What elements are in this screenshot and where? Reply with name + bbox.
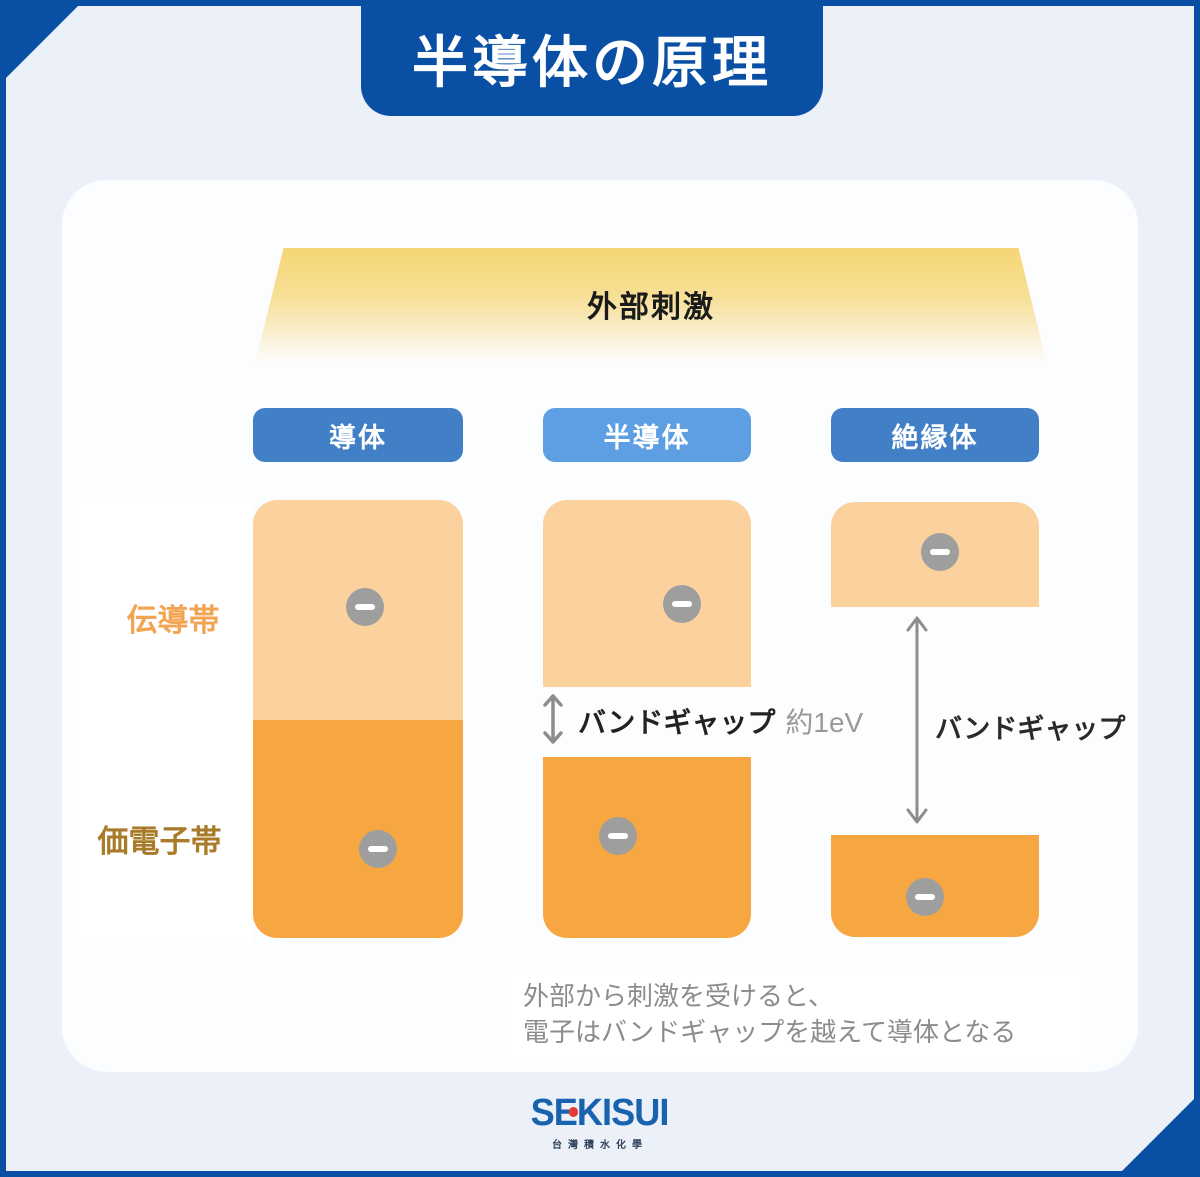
diagram-card: 外部刺激 伝導帯 価電子帯 導体 半導体 絶縁体 バンドギャップ 約1eV <box>62 180 1138 1072</box>
band-label-strip <box>80 502 252 942</box>
conductor-label: 導体 <box>329 422 387 453</box>
caption-line-2: 電子はバンドギャップを越えて導体となる <box>523 1017 1017 1047</box>
semiconductor-valence-band <box>543 757 751 938</box>
electron-icon <box>663 585 701 623</box>
page-title: 半導体の原理 <box>412 30 772 94</box>
logo-red-dot-icon <box>568 1107 579 1117</box>
title-banner: 半導体の原理 <box>361 0 823 116</box>
electron-icon <box>359 830 397 868</box>
conductor-band-block <box>253 500 463 938</box>
semiconductor-bandgap-annotation: バンドギャップ 約1eV <box>578 701 863 741</box>
column-header-insulator: 絶縁体 <box>831 408 1039 462</box>
electron-icon <box>921 533 959 571</box>
external-stimulus-label: 外部刺激 <box>587 291 715 324</box>
external-stimulus-shape: 外部刺激 <box>255 248 1047 364</box>
conduction-band-label: 伝導帯 <box>126 603 220 638</box>
bandgap-large-arrow-icon <box>906 616 928 824</box>
semiconductor-conduction-band <box>543 500 751 687</box>
conductor-valence-band <box>253 720 463 938</box>
semiconductor-label: 半導体 <box>603 422 691 453</box>
caption-line-1: 外部から刺激を受けると、 <box>523 981 834 1011</box>
electron-icon <box>346 588 384 626</box>
column-header-semiconductor: 半導体 <box>543 408 751 462</box>
electron-icon <box>906 878 944 916</box>
bandgap-small-arrow-icon <box>543 694 563 744</box>
bandgap-label: バンドギャップ <box>578 707 776 738</box>
insulator-bandgap-label: バンドギャップ <box>935 714 1126 744</box>
logo-letters: KISUI <box>577 1092 669 1134</box>
column-header-conductor: 導体 <box>253 408 463 462</box>
caption-box: 外部から刺激を受けると、 電子はバンドギャップを越えて導体となる <box>505 969 1080 1057</box>
logo-letter-e: E <box>554 1092 579 1134</box>
bandgap-value: 約1eV <box>785 707 864 738</box>
insulator-label: 絶縁体 <box>891 422 979 453</box>
logo-letter: S <box>531 1092 555 1134</box>
sekisui-logo-subtext: 台灣積水化學 <box>552 1140 648 1151</box>
electron-icon <box>599 817 637 855</box>
valence-band-label: 価電子帯 <box>97 824 222 859</box>
